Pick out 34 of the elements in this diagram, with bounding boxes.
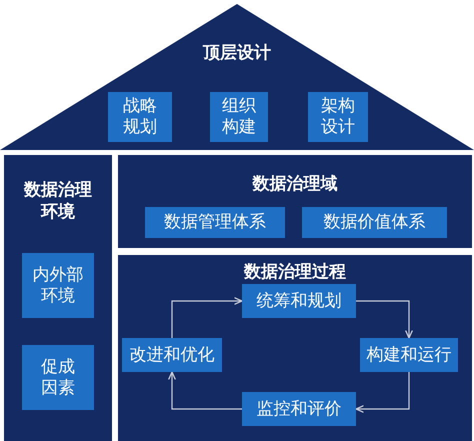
item-box xyxy=(242,392,356,426)
item-box xyxy=(302,207,447,238)
section-panel xyxy=(118,255,472,441)
roof-panel xyxy=(0,4,474,150)
section-panel xyxy=(118,155,472,248)
item-box xyxy=(22,345,94,410)
item-label: 构建和运行 xyxy=(366,344,452,366)
item-label: 数据管理体系 xyxy=(164,212,266,233)
arrow xyxy=(355,372,410,413)
item-box xyxy=(242,284,356,318)
item-box xyxy=(122,338,222,372)
section-title: 顶层设计 xyxy=(203,42,271,64)
arrow xyxy=(171,297,243,338)
item-label: 数据价值体系 xyxy=(324,212,426,233)
item-label: 架构设计 xyxy=(320,96,356,138)
item-box xyxy=(308,92,368,142)
item-label: 促成因素 xyxy=(40,356,76,398)
item-label: 统筹和规划 xyxy=(256,290,342,312)
item-box xyxy=(360,338,458,372)
section-title: 数据治理过程 xyxy=(244,261,346,283)
item-box xyxy=(210,92,268,142)
item-label: 监控和评价 xyxy=(256,398,342,420)
item-box xyxy=(22,253,94,318)
section-title: 数据治理域 xyxy=(252,173,338,195)
item-label: 组织构建 xyxy=(221,96,257,138)
item-box xyxy=(108,92,172,142)
section-panel xyxy=(4,155,112,441)
item-label: 战略规划 xyxy=(122,96,158,138)
item-label: 改进和优化 xyxy=(130,344,214,366)
item-label: 内外部环境 xyxy=(32,264,84,306)
arrow xyxy=(168,371,242,410)
arrow xyxy=(356,300,413,339)
section-title: 数据治理环境 xyxy=(22,179,93,223)
item-box xyxy=(145,207,285,238)
